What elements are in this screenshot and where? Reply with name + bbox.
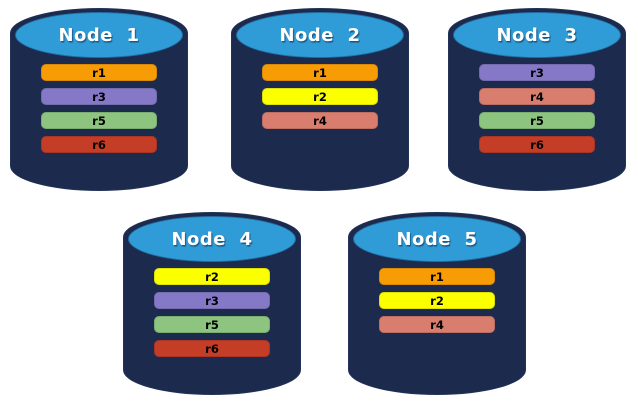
replica-bar-r5: r5	[41, 112, 157, 129]
replica-list: r2 r3 r5 r6	[154, 268, 270, 364]
cylinder-top	[453, 12, 621, 58]
replica-bar-r6: r6	[479, 136, 595, 153]
replica-bar-r5: r5	[479, 112, 595, 129]
node-title: Node 1	[58, 24, 140, 46]
replica-bar-r2: r2	[379, 292, 495, 309]
node-title: Node 3	[496, 24, 578, 46]
node-1: Node 1 r1 r3 r5 r6	[10, 8, 188, 191]
cylinder-top	[353, 216, 521, 262]
replica-bar-r1: r1	[262, 64, 378, 81]
cylinder-top	[15, 12, 183, 58]
cylinder-top	[236, 12, 404, 58]
node-title: Node 2	[279, 24, 361, 46]
node-3: Node 3 r3 r4 r5 r6	[448, 8, 626, 191]
replica-bar-r6: r6	[154, 340, 270, 357]
replica-bar-r6: r6	[41, 136, 157, 153]
replica-bar-r2: r2	[262, 88, 378, 105]
replica-bar-r5: r5	[154, 316, 270, 333]
replica-bar-r1: r1	[41, 64, 157, 81]
replica-bar-r3: r3	[154, 292, 270, 309]
replica-list: r1 r3 r5 r6	[41, 64, 157, 160]
replica-bar-r4: r4	[479, 88, 595, 105]
replica-list: r1 r2 r4	[379, 268, 495, 340]
replica-list: r3 r4 r5 r6	[479, 64, 595, 160]
replica-bar-r4: r4	[379, 316, 495, 333]
cylinder-top	[128, 216, 296, 262]
replica-bar-r3: r3	[41, 88, 157, 105]
replica-list: r1 r2 r4	[262, 64, 378, 136]
node-title: Node 5	[396, 228, 478, 250]
replica-bar-r2: r2	[154, 268, 270, 285]
node-4: Node 4 r2 r3 r5 r6	[123, 212, 301, 395]
node-title: Node 4	[171, 228, 253, 250]
replica-bar-r3: r3	[479, 64, 595, 81]
node-2: Node 2 r1 r2 r4	[231, 8, 409, 191]
node-5: Node 5 r1 r2 r4	[348, 212, 526, 395]
replica-bar-r1: r1	[379, 268, 495, 285]
replica-bar-r4: r4	[262, 112, 378, 129]
